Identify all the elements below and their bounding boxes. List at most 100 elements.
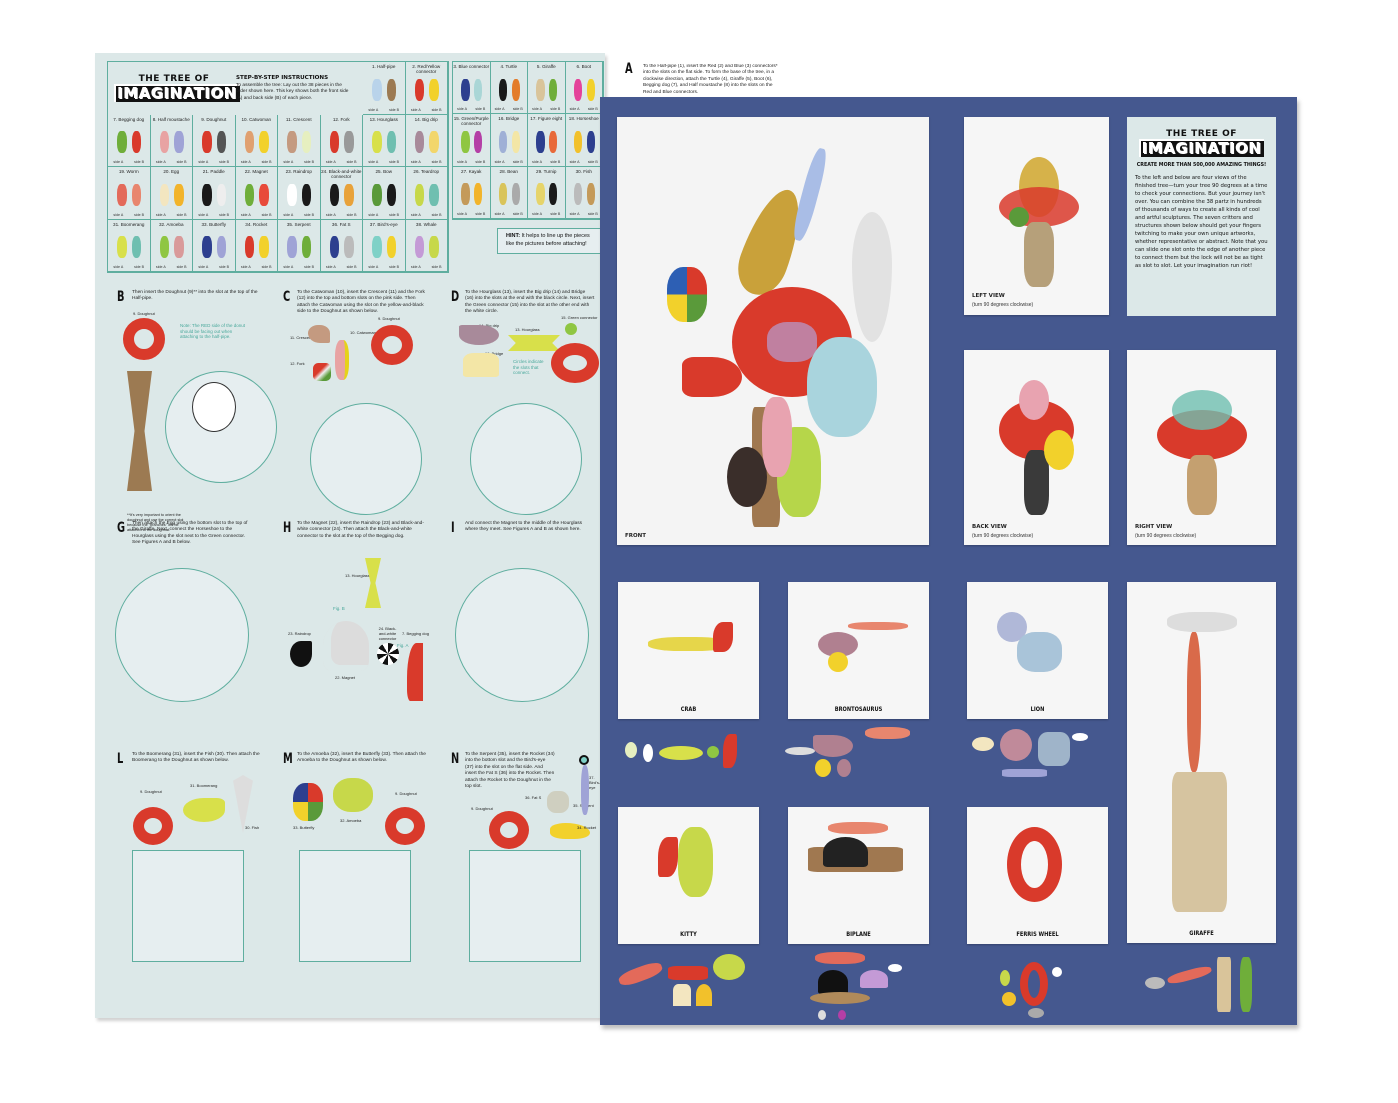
piece-side-a-swatch <box>244 131 255 154</box>
giraffe-photo: GIRAFFE <box>1127 582 1276 943</box>
kitty-diagram <box>616 952 758 1012</box>
piece-side-b-swatch <box>216 236 227 259</box>
side-b-label: side B <box>134 265 145 269</box>
info-tagline: CREATE MORE THAN 500,000 AMAZING THINGS! <box>1136 163 1267 168</box>
piece-name: 10. Catwoman <box>241 116 272 122</box>
piece-name: 5. Giraffe <box>536 64 556 69</box>
piece-name: 19. Worm <box>118 169 139 174</box>
piece-side-a-swatch <box>498 78 507 101</box>
hourglass-label-h: 13. Hourglass <box>345 573 370 578</box>
piece-side-b-swatch <box>301 183 312 206</box>
piece-side-a-swatch <box>287 131 297 154</box>
right-view-caption: RIGHT VIEW <box>1135 524 1173 530</box>
doughnut-label-l: 9. Doughnut <box>140 789 162 794</box>
piece-side-b-swatch <box>474 78 483 101</box>
piece-side-b-swatch <box>259 183 269 206</box>
lion-label: LION <box>1030 706 1045 713</box>
fig-a-label-h: Fig. A <box>397 643 409 648</box>
piece-name: 28. Bean <box>499 168 518 174</box>
kitty-photo: KITTY <box>618 807 759 944</box>
side-b-label: side B <box>219 212 230 217</box>
info-body: To the left and below are four views of … <box>1135 175 1268 269</box>
side-b-label: side B <box>431 107 442 112</box>
hint-label: HINT: <box>506 233 521 239</box>
sculpture-right <box>1152 370 1252 515</box>
circles-note: Circles indicate the slots that connect. <box>513 359 544 376</box>
piece-name: 21. Paddle <box>202 169 225 174</box>
crab-photo: CRAB <box>618 582 759 719</box>
piece-name: 18. Horseshoe <box>568 116 599 122</box>
birds-eye-label: 37. Bird's-eye <box>589 775 601 790</box>
amoeba-label: 32. Amoeba <box>340 818 362 823</box>
catwoman-label: 10. Catwoman <box>350 330 376 335</box>
raindrop-label: 23. Raindrop <box>288 631 311 636</box>
step-i-detail-circle <box>455 568 589 702</box>
piece-side-b-swatch <box>131 183 142 206</box>
piece-side-a-swatch <box>498 183 507 206</box>
side-a-label: side A <box>457 107 467 112</box>
brontosaurus-diagram <box>785 727 925 777</box>
side-a-label: side A <box>569 159 580 164</box>
front-caption: FRONT <box>625 533 647 539</box>
side-a-label: side A <box>198 212 209 217</box>
side-b-label: side B <box>475 211 486 216</box>
back-view-caption: BACK VIEW <box>972 524 1007 530</box>
piece-side-a-swatch <box>159 236 170 259</box>
magnet-label: 22. Magnet <box>335 675 356 680</box>
half-pipe-figure <box>127 371 152 491</box>
hint-text: It helps to line up the pieces like the … <box>506 233 590 247</box>
step-h-letter: H <box>283 520 292 536</box>
piece-name: 32. Amoeba <box>158 221 184 227</box>
side-a-label: side A <box>410 160 421 164</box>
begging-dog-figure <box>407 643 423 701</box>
piece-side-a-swatch <box>372 131 382 154</box>
side-a-label: side A <box>368 107 379 112</box>
kitty-label: KITTY <box>680 931 697 938</box>
piece-side-b-swatch <box>511 78 520 101</box>
piece-side-a-swatch <box>117 183 127 206</box>
side-a-label: side A <box>410 265 421 269</box>
side-a-label: side A <box>494 211 505 216</box>
doughnut-figure-n <box>489 811 529 849</box>
ferris-wheel-photo: FERRIS WHEEL <box>967 807 1108 944</box>
instructions-heading: STEP-BY-STEP INSTRUCTIONS <box>236 75 329 81</box>
piece-side-b-swatch <box>549 183 558 206</box>
doughnut-figure-c <box>371 325 413 365</box>
step-g-detail-circle <box>115 568 249 702</box>
doughnut-label-m: 9. Doughnut <box>395 791 417 796</box>
piece-side-a-swatch <box>244 183 255 206</box>
piece-side-b-swatch <box>586 131 595 153</box>
piece-side-a-swatch <box>202 183 212 206</box>
sculpture-front <box>657 146 897 527</box>
piece-side-a-swatch <box>461 131 470 153</box>
side-b-label: side B <box>587 107 598 112</box>
side-a-label: side A <box>155 265 166 269</box>
rocket-figure <box>550 823 590 839</box>
back-view-sub: (turn 90 degrees clockwise) <box>972 533 1034 539</box>
fat-s-figure <box>547 791 569 813</box>
piece-name: 11. Crescent <box>285 116 312 122</box>
hourglass-figure-h <box>365 558 381 608</box>
hint-callout: HINT: It helps to line up the pieces lik… <box>497 228 607 254</box>
piece-side-b-swatch <box>344 183 354 206</box>
red-side-note: Note: The RED side of the donut should b… <box>180 323 245 340</box>
piece-side-a-swatch <box>372 183 382 206</box>
brontosaurus-label: BRONTOSAURUS <box>834 706 883 713</box>
step-d-text: To the Hourglass (13), insert the Big dr… <box>465 290 595 315</box>
step-m-detail-box <box>299 850 411 962</box>
side-a-label: side A <box>113 212 124 217</box>
piece-side-a-swatch <box>573 183 582 206</box>
doughnut-label-c: 9. Doughnut <box>378 316 400 321</box>
piece-side-a-swatch <box>159 131 170 154</box>
left-view-sub: (turn 90 degrees clockwise) <box>972 302 1034 308</box>
piece-name: 14. Big drip <box>414 116 438 122</box>
sculpture-left <box>999 137 1079 287</box>
magnet-figure <box>323 621 369 671</box>
